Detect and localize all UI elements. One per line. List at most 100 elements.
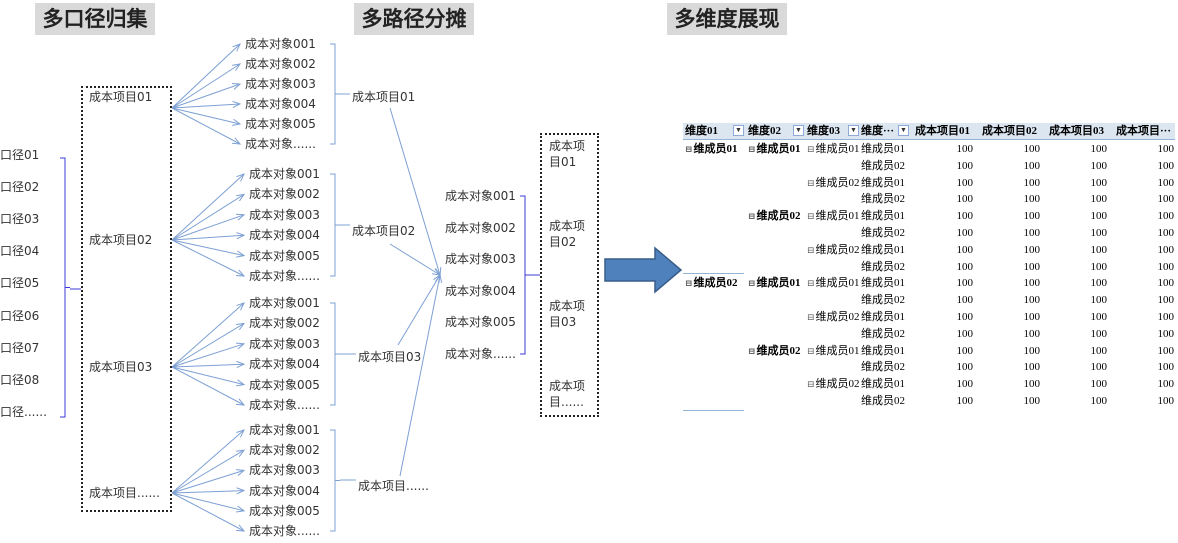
collapse-icon[interactable]: ⊟: [807, 379, 815, 390]
fan-arrow: [171, 363, 245, 368]
pivot-member: 维成员02: [815, 378, 860, 391]
alloc-item-label: 成本项目02: [352, 224, 416, 238]
pivot-value: 100: [1157, 210, 1175, 223]
pivot-value: 100: [1023, 311, 1041, 323]
fan-arrow-head: [235, 524, 246, 532]
pivot-value: 100: [956, 294, 974, 307]
pivot-member: 维成员01: [693, 143, 738, 155]
group-divider: [683, 273, 744, 274]
cost-object-label: 成本对象003: [249, 336, 320, 351]
pivot-value: 100: [1090, 395, 1108, 407]
cost-item-label: 成本项目01: [89, 90, 153, 104]
collapse-icon[interactable]: ⊟: [807, 345, 815, 356]
title-allocate: 多路径分摊: [354, 3, 474, 35]
group-divider: [683, 410, 744, 411]
pivot-value: 100: [956, 159, 974, 172]
collapse-icon[interactable]: ⊟: [748, 144, 756, 154]
pivot-member: 维成员02: [861, 361, 905, 374]
pivot-member: 维成员01: [861, 143, 905, 155]
fan-arrow-head: [232, 63, 242, 71]
pivot-row-label: 维成员01: [861, 242, 905, 259]
filter-dropdown-icon[interactable]: ▼: [848, 125, 859, 136]
result-item-line: 目......: [549, 395, 584, 409]
cost-object-label: 成本对象004: [249, 228, 320, 243]
fan-arrow-head: [232, 100, 242, 108]
pivot-row-label: 维成员01: [861, 343, 905, 360]
caliber-label: 口径03: [0, 212, 40, 227]
converge-arrow: [389, 243, 441, 276]
caliber-label: 口径07: [0, 340, 40, 355]
big-right-arrow: [604, 246, 683, 294]
pivot-value: 100: [956, 193, 974, 206]
middle-object-label: 成本对象005: [445, 315, 516, 330]
fan-arrow: [171, 366, 245, 386]
object-brace: [330, 429, 340, 532]
pivot-value: 100: [1090, 311, 1108, 323]
pivot-value: 100: [1023, 143, 1041, 155]
pivot-value: 100: [956, 311, 974, 323]
fan-arrow: [171, 469, 245, 494]
pivot-member: 维成员01: [815, 210, 860, 223]
collapse-icon[interactable]: ⊟: [807, 211, 815, 222]
object-brace: [330, 302, 340, 406]
cost-object-label: 成本对象001: [249, 423, 320, 437]
pivot-value: 100: [1090, 327, 1108, 340]
cost-object-label: 成本对象......: [249, 524, 320, 538]
pivot-row-label: ⊟维成员02: [748, 343, 801, 360]
pivot-value: 100: [1023, 193, 1041, 206]
pivot-member: 维成员02: [861, 227, 905, 239]
pivot-row-label: ⊟维成员02: [807, 175, 860, 192]
collapse-icon[interactable]: ⊟: [685, 144, 693, 154]
fan-arrow: [171, 239, 245, 277]
collapse-icon[interactable]: ⊟: [807, 144, 815, 154]
collapse-icon[interactable]: ⊟: [807, 244, 815, 255]
converge-arrow: [399, 274, 441, 477]
pivot-member: 维成员01: [861, 378, 905, 391]
pivot-row-label: 维成员02: [861, 326, 905, 343]
filter-dropdown-icon[interactable]: ▼: [793, 125, 804, 136]
cost-object-label: 成本对象002: [245, 57, 316, 71]
cost-object-label: 成本对象002: [249, 443, 320, 458]
collapse-icon[interactable]: ⊟: [807, 177, 815, 188]
caliber-label: 口径......: [0, 404, 47, 419]
pivot-value: 100: [1023, 227, 1041, 239]
result-item-line: 目03: [549, 315, 577, 329]
pivot-value: 100: [1090, 260, 1108, 273]
fan-arrow-head: [236, 232, 246, 240]
pivot-member: 维成员02: [861, 260, 905, 273]
pivot-member: 维成员01: [861, 344, 905, 357]
middle-object-label: 成本对象004: [445, 283, 516, 298]
fan-arrow-head: [236, 429, 245, 438]
object-brace: [330, 43, 340, 145]
cost-object-label: 成本对象005: [249, 248, 320, 263]
collapse-icon[interactable]: ⊟: [748, 278, 756, 289]
cost-item-label: 成本项目02: [89, 233, 153, 247]
pivot-row-label: 维成员01: [861, 141, 905, 158]
pivot-value: 100: [1023, 277, 1041, 290]
cost-object-label: 成本对象004: [249, 483, 320, 498]
collapse-icon[interactable]: ⊟: [685, 278, 693, 289]
pivot-value: 100: [1157, 378, 1175, 391]
pivot-value: 100: [1023, 243, 1041, 256]
result-item-label: 成本项目02: [549, 218, 599, 250]
collapse-icon[interactable]: ⊟: [807, 278, 815, 289]
collapse-icon[interactable]: ⊟: [748, 345, 756, 356]
fan-arrow-head: [235, 398, 246, 406]
pivot-value: 100: [1090, 159, 1108, 172]
middle-object-label: 成本对象003: [445, 252, 516, 267]
pivot-member: 维成员01: [756, 143, 801, 155]
pivot-row-label: ⊟维成员02: [685, 275, 738, 292]
middle-object-label: 成本对象002: [445, 220, 516, 235]
pivot-row-label: ⊟维成员02: [807, 242, 860, 259]
pivot-value: 100: [1090, 210, 1108, 223]
pivot-value: 100: [1157, 327, 1175, 340]
pivot-row-label: ⊟维成员02: [807, 376, 860, 393]
filter-dropdown-icon[interactable]: ▼: [898, 125, 909, 136]
filter-dropdown-icon[interactable]: ▼: [733, 125, 744, 136]
cost-object-label: 成本对象......: [249, 269, 320, 283]
pivot-value: 100: [1090, 143, 1108, 155]
collapse-icon[interactable]: ⊟: [807, 312, 815, 322]
pivot-value: 100: [1090, 344, 1108, 357]
collapse-icon[interactable]: ⊟: [748, 211, 756, 222]
